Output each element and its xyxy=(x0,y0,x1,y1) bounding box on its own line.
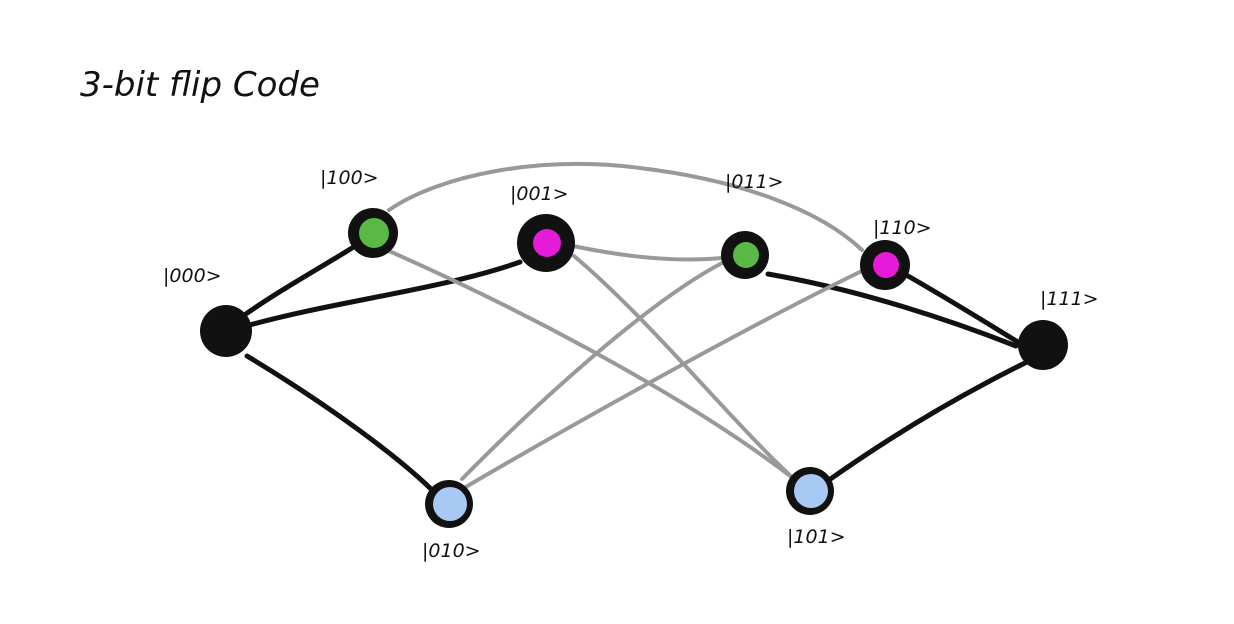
node-n010 xyxy=(425,480,473,528)
edges-layer xyxy=(240,162,1030,491)
edge-n101-n111 xyxy=(826,359,1030,483)
node-label-n011: |011> xyxy=(725,171,784,193)
node-label-n010: |010> xyxy=(422,540,481,562)
edge-n010-n110 xyxy=(462,269,864,490)
edge-n001-n101 xyxy=(572,254,798,483)
labels-layer: |000> |100> |001> |011> |110> |111> |010> |101> xyxy=(163,167,1099,562)
node-fill-n101 xyxy=(794,474,828,508)
edge-n001-n011 xyxy=(571,244,724,262)
node-label-n110: |110> xyxy=(873,217,932,239)
edge-n011-n111 xyxy=(765,271,1019,349)
node-fill-n001 xyxy=(533,229,561,257)
edge-n000-n100 xyxy=(240,245,355,319)
node-n001 xyxy=(517,214,575,272)
diagram-title: 3-bit flip Code xyxy=(80,65,320,105)
node-fill-n011 xyxy=(733,242,759,268)
node-label-n101: |101> xyxy=(787,526,846,548)
node-fill-n100 xyxy=(359,218,389,248)
edge-n000-n010 xyxy=(244,353,433,491)
edge-n000-n001 xyxy=(243,259,523,329)
node-n101 xyxy=(786,467,834,515)
node-label-n001: |001> xyxy=(510,183,569,205)
node-fill-n110 xyxy=(873,252,899,278)
node-label-n000: |000> xyxy=(163,265,222,287)
edge-n110-n111 xyxy=(905,273,1021,345)
node-label-n100: |100> xyxy=(320,167,379,189)
node-outline-n000 xyxy=(200,305,252,357)
node-n011 xyxy=(721,231,769,279)
node-n111 xyxy=(1018,320,1068,370)
node-n110 xyxy=(860,240,910,290)
nodes-layer xyxy=(200,208,1068,528)
node-fill-n010 xyxy=(433,487,467,521)
node-n100 xyxy=(348,208,398,258)
edge-n010-n011 xyxy=(460,260,726,481)
node-outline-n111 xyxy=(1018,320,1068,370)
node-label-n111: |111> xyxy=(1040,288,1099,310)
edge-n100-n101 xyxy=(387,249,800,484)
edge-n100-n110 xyxy=(387,162,864,252)
node-n000 xyxy=(200,305,252,357)
